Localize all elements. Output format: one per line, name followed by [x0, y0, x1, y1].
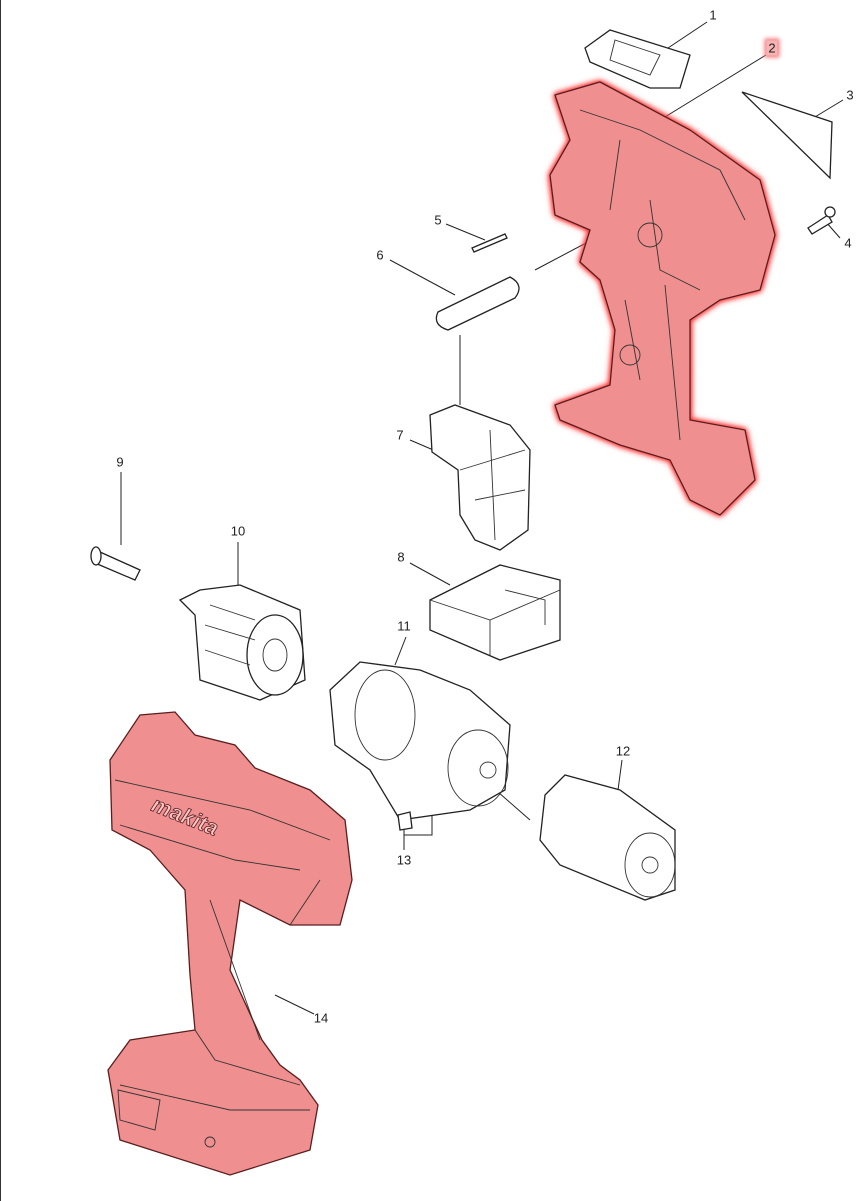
- left-border: [0, 0, 1, 1201]
- part-3-label-plate[interactable]: [741, 91, 833, 180]
- part-1-switch-cover[interactable]: [584, 29, 691, 89]
- part-14-housing-set[interactable]: makita: [107, 711, 353, 1176]
- part-11-gear-assembly[interactable]: [329, 661, 511, 821]
- part-label-11[interactable]: 11: [397, 618, 411, 634]
- part-label-5[interactable]: 5: [434, 212, 442, 228]
- part-label-8[interactable]: 8: [397, 549, 405, 565]
- part-label-2[interactable]: 2: [766, 40, 778, 56]
- part-label-1[interactable]: 1: [709, 7, 717, 23]
- part-label-14[interactable]: 14: [313, 1010, 329, 1026]
- leader-lines: [120, 21, 844, 1015]
- part-label-6[interactable]: 6: [376, 247, 384, 263]
- part-13-screw[interactable]: [397, 811, 413, 831]
- part-10-drill-chuck[interactable]: [178, 584, 306, 701]
- part-label-3[interactable]: 3: [846, 87, 854, 103]
- part-9-screw[interactable]: [90, 546, 141, 581]
- part-label-10[interactable]: 10: [230, 523, 246, 539]
- part-7-switch[interactable]: [429, 404, 531, 551]
- part-8-terminal[interactable]: [429, 564, 561, 661]
- part-label-12[interactable]: 12: [615, 743, 631, 759]
- part-6-lever[interactable]: [435, 276, 520, 331]
- part-2-housing-half[interactable]: [549, 81, 776, 516]
- part-4-screw[interactable]: [807, 206, 836, 235]
- part-label-7[interactable]: 7: [396, 427, 404, 443]
- part-label-9[interactable]: 9: [116, 454, 124, 470]
- part-label-13[interactable]: 13: [396, 852, 412, 868]
- part-5-spring[interactable]: [471, 233, 508, 253]
- part-12-motor[interactable]: [539, 774, 676, 901]
- part-label-4[interactable]: 4: [844, 235, 852, 251]
